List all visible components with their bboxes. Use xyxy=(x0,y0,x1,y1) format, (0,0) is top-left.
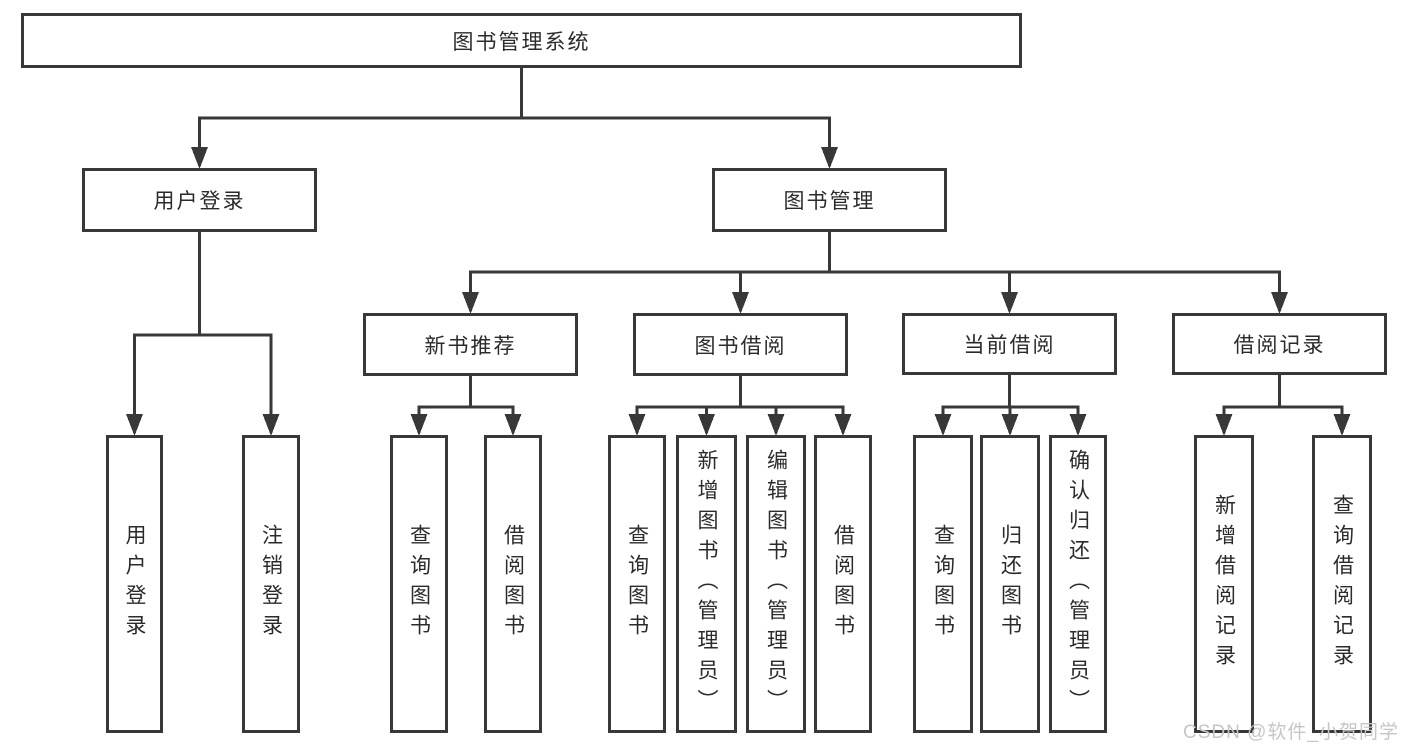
edge-group-book-borrow xyxy=(628,374,852,436)
arrowhead-icon xyxy=(1069,414,1087,436)
node-leaf-query-book-bor: 查询图书 xyxy=(608,435,666,733)
node-label-module-current-borrow: 当前借阅 xyxy=(963,334,1056,357)
node-label-leaf-query-borrow-rec: 查询借阅记录 xyxy=(1330,494,1354,674)
edge-group-borrow-records xyxy=(1215,373,1351,436)
node-leaf-confirm-return: 确认归还（管理员） xyxy=(1049,435,1107,733)
node-label-system-root: 图书管理系统 xyxy=(452,30,591,54)
node-module-book-mgmt: 图书管理 xyxy=(712,168,947,232)
arrowhead-icon xyxy=(462,292,479,314)
csdn-watermark: CSDN @软件_小贺同学 xyxy=(1183,722,1399,744)
node-label-module-borrow-records: 借阅记录 xyxy=(1233,334,1326,357)
node-label-leaf-edit-book-admin: 编辑图书（管理员） xyxy=(764,449,788,719)
arrowhead-icon xyxy=(1215,414,1233,436)
node-label-leaf-query-book-cur: 查询图书 xyxy=(931,524,955,644)
node-label-leaf-user-login: 用户登录 xyxy=(123,524,146,644)
node-label-module-book-mgmt: 图书管理 xyxy=(783,190,876,213)
node-label-leaf-confirm-return: 确认归还（管理员） xyxy=(1066,449,1090,719)
edge-group-book-mgmt xyxy=(462,230,1288,314)
arrowhead-icon xyxy=(767,414,785,436)
node-module-current-borrow: 当前借阅 xyxy=(902,313,1117,375)
node-leaf-edit-book-admin: 编辑图书（管理员） xyxy=(746,435,806,733)
arrowhead-icon xyxy=(1001,292,1018,314)
node-module-new-book-rec: 新书推荐 xyxy=(363,313,578,376)
node-label-leaf-return-book: 归还图书 xyxy=(998,524,1022,644)
node-label-leaf-logout: 注销登录 xyxy=(259,524,283,644)
node-module-user-login: 用户登录 xyxy=(82,168,317,232)
edge-group-new-book-rec xyxy=(410,374,522,436)
arrowhead-icon xyxy=(628,414,646,436)
node-leaf-query-borrow-rec: 查询借阅记录 xyxy=(1312,435,1372,733)
arrowhead-icon xyxy=(191,147,208,169)
node-label-module-user-login: 用户登录 xyxy=(153,190,246,213)
node-leaf-borrow-book-rec: 借阅图书 xyxy=(484,435,542,733)
edge-group-current-borrow xyxy=(934,373,1087,436)
node-leaf-query-book-cur: 查询图书 xyxy=(913,435,973,733)
arrowhead-icon xyxy=(1001,414,1019,436)
arrowhead-icon xyxy=(410,414,428,436)
node-label-leaf-query-book-bor: 查询图书 xyxy=(625,524,649,644)
node-leaf-query-book-rec: 查询图书 xyxy=(390,435,448,733)
node-label-leaf-add-book-admin: 新增图书（管理员） xyxy=(695,449,718,719)
node-system-root: 图书管理系统 xyxy=(21,13,1022,68)
node-leaf-add-book-admin: 新增图书（管理员） xyxy=(676,435,737,733)
node-label-leaf-add-borrow-rec: 新增借阅记录 xyxy=(1212,494,1236,674)
arrowhead-icon xyxy=(126,414,143,436)
node-leaf-borrow-book-bor: 借阅图书 xyxy=(814,435,872,733)
edge-group-user-login xyxy=(126,230,280,436)
arrowhead-icon xyxy=(834,414,852,436)
arrowhead-icon xyxy=(1271,292,1288,314)
node-module-borrow-records: 借阅记录 xyxy=(1172,313,1387,375)
node-leaf-add-borrow-rec: 新增借阅记录 xyxy=(1194,435,1254,733)
arrowhead-icon xyxy=(1333,414,1351,436)
node-label-leaf-borrow-book-rec: 借阅图书 xyxy=(501,524,525,644)
node-leaf-return-book: 归还图书 xyxy=(980,435,1040,733)
node-label-leaf-query-book-rec: 查询图书 xyxy=(407,524,431,644)
node-label-module-new-book-rec: 新书推荐 xyxy=(424,334,517,358)
arrowhead-icon xyxy=(934,414,952,436)
arrowhead-icon xyxy=(698,414,715,436)
node-label-leaf-borrow-book-bor: 借阅图书 xyxy=(831,524,855,644)
node-leaf-logout: 注销登录 xyxy=(242,435,300,733)
node-label-module-book-borrow: 图书借阅 xyxy=(694,334,787,358)
edge-group-system xyxy=(191,66,838,169)
arrowhead-icon xyxy=(262,414,280,436)
arrowhead-icon xyxy=(732,292,749,314)
arrowhead-icon xyxy=(504,414,522,436)
node-leaf-user-login: 用户登录 xyxy=(106,435,163,733)
node-module-book-borrow: 图书借阅 xyxy=(633,313,848,376)
arrowhead-icon xyxy=(821,147,838,169)
